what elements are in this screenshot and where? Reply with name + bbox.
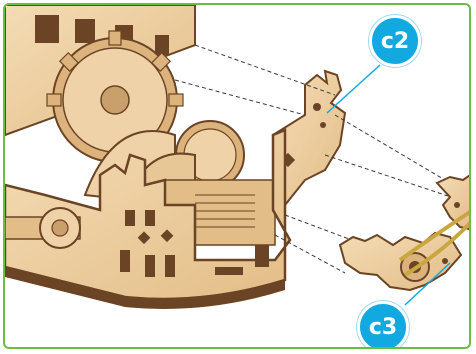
callout-c2-badge: c2 xyxy=(369,15,421,67)
callout-c2-label: c2 xyxy=(381,29,409,54)
callout-c3-label: c3 xyxy=(369,315,397,340)
assembly-figure-frame: c2 c3 xyxy=(3,3,471,349)
part-c3 xyxy=(340,233,461,290)
callout-c3-badge: c3 xyxy=(357,301,409,349)
